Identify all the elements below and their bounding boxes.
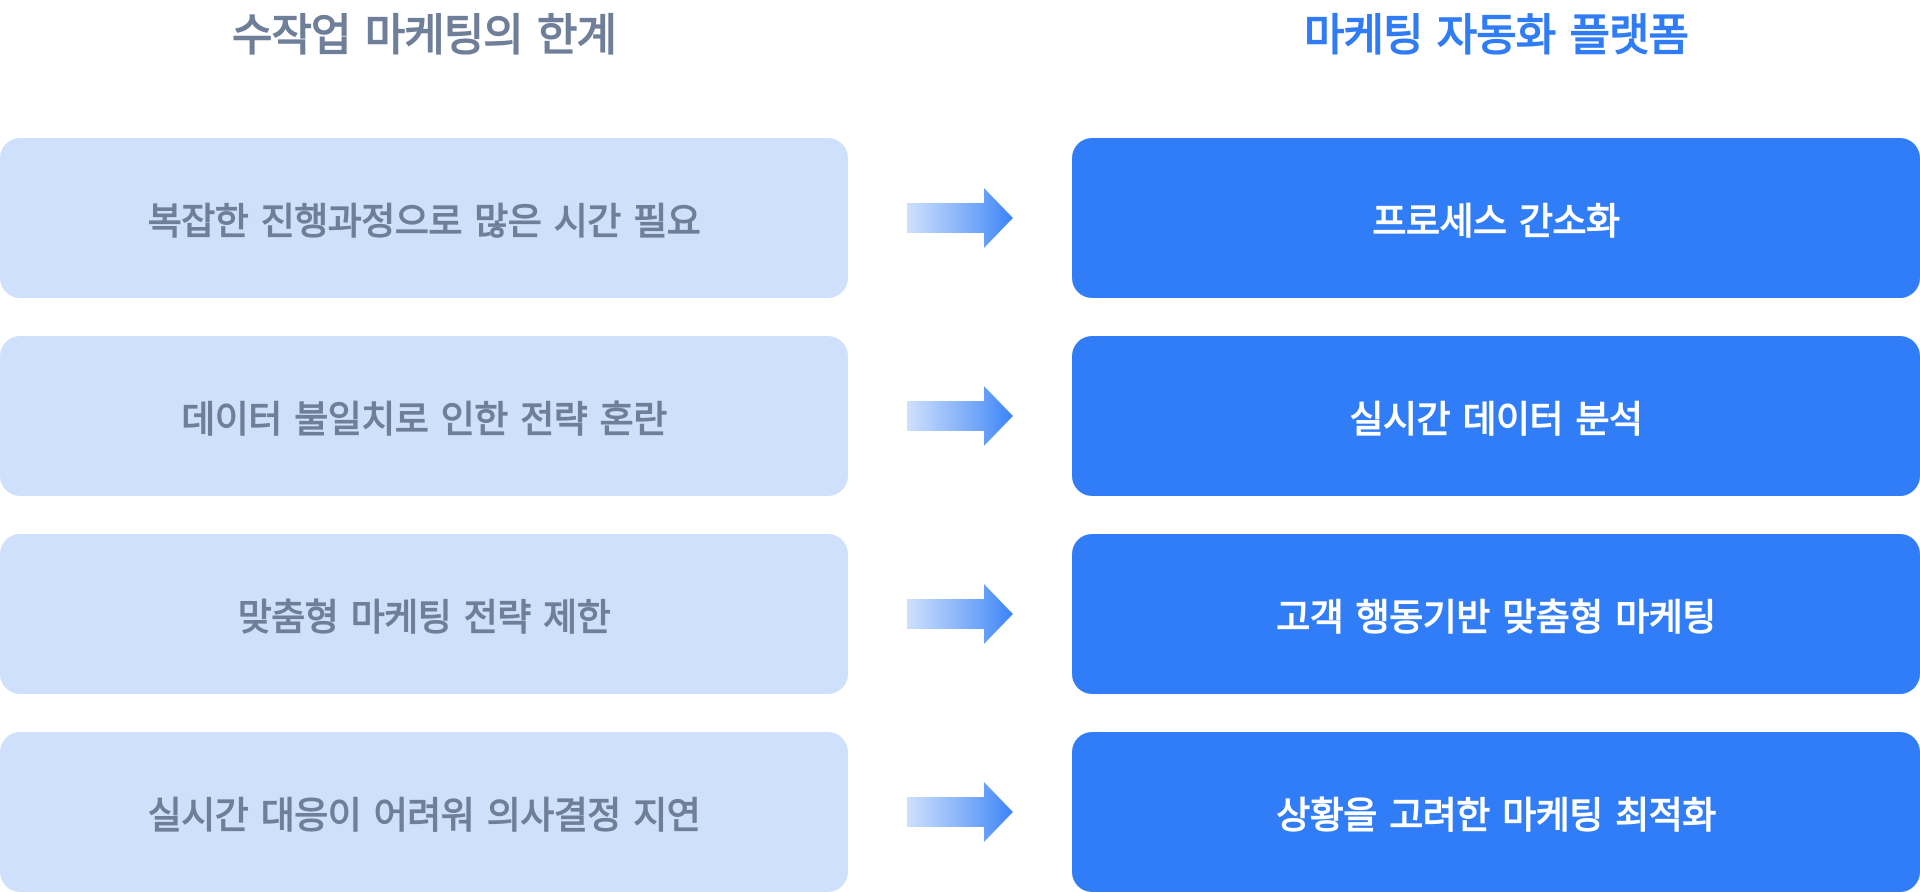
problem-label: 맞춤형 마케팅 전략 제한 <box>237 596 611 639</box>
comparison-row: 실시간 대응이 어려워 의사결정 지연 상황을 고려한 마케팅 최적화 <box>0 732 1920 892</box>
automation-platform-title: 마케팅 자동화 플랫폼 <box>1304 10 1689 61</box>
problem-box: 맞춤형 마케팅 전략 제한 <box>0 534 848 694</box>
problem-label: 데이터 불일치로 인한 전략 혼란 <box>181 398 667 441</box>
solution-box: 프로세스 간소화 <box>1072 138 1920 298</box>
arrow-right-icon <box>907 188 1013 248</box>
problem-label: 실시간 대응이 어려워 의사결정 지연 <box>147 794 701 837</box>
solution-label: 프로세스 간소화 <box>1372 200 1620 243</box>
problem-label: 복잡한 진행과정으로 많은 시간 필요 <box>147 200 701 243</box>
arrow-right-icon <box>907 584 1013 644</box>
solution-label: 실시간 데이터 분석 <box>1349 398 1643 441</box>
arrow-right-icon <box>907 782 1013 842</box>
solution-label: 고객 행동기반 맞춤형 마케팅 <box>1276 596 1716 639</box>
solution-box: 실시간 데이터 분석 <box>1072 336 1920 496</box>
comparison-row: 데이터 불일치로 인한 전략 혼란 실시간 데이터 분석 <box>0 336 1920 496</box>
arrow-right-icon <box>907 386 1013 446</box>
solution-box: 상황을 고려한 마케팅 최적화 <box>1072 732 1920 892</box>
problem-box: 복잡한 진행과정으로 많은 시간 필요 <box>0 138 848 298</box>
manual-marketing-limits-title: 수작업 마케팅의 한계 <box>232 10 617 61</box>
solution-label: 상황을 고려한 마케팅 최적화 <box>1276 794 1716 837</box>
comparison-row: 맞춤형 마케팅 전략 제한 고객 행동기반 맞춤형 마케팅 <box>0 534 1920 694</box>
problem-box: 데이터 불일치로 인한 전략 혼란 <box>0 336 848 496</box>
solution-box: 고객 행동기반 맞춤형 마케팅 <box>1072 534 1920 694</box>
comparison-row: 복잡한 진행과정으로 많은 시간 필요 프로세스 간소화 <box>0 138 1920 298</box>
problem-box: 실시간 대응이 어려워 의사결정 지연 <box>0 732 848 892</box>
